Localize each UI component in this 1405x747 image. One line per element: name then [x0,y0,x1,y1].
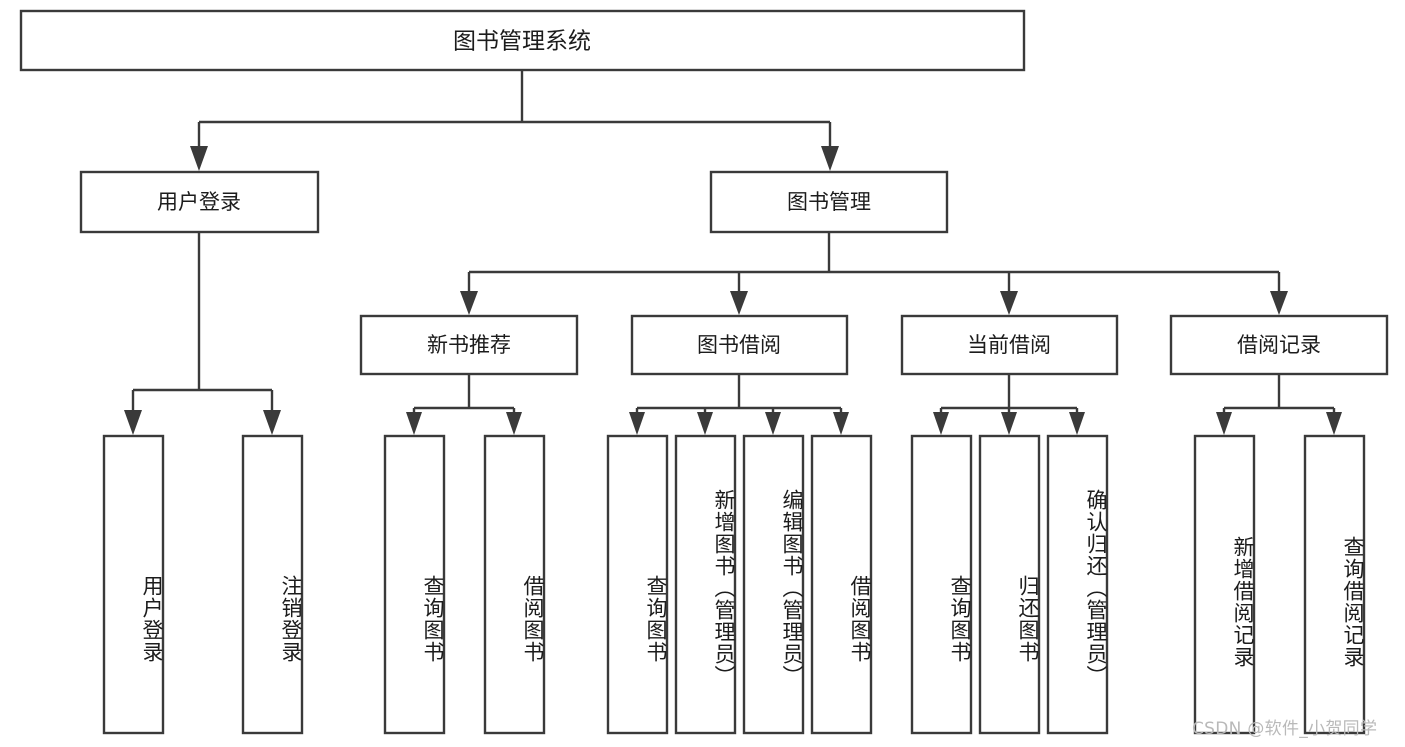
connector-borrow-record-to-leaves [1216,374,1342,435]
arrow-head-icon [1326,412,1342,435]
arrow-head-icon [1000,291,1018,315]
arrow-head-icon [629,412,645,435]
node-borrow-record[interactable]: 借阅记录 [1169,314,1389,376]
node-new-book-recommend[interactable]: 新书推荐 [359,314,579,376]
book-management-label: 图书管理 [787,190,871,214]
leaf-box-return-book[interactable] [978,434,1041,735]
leaf-box-borrow-book-1[interactable] [483,434,546,735]
node-book-borrow[interactable]: 图书借阅 [630,314,849,376]
arrow-head-icon [190,146,208,171]
arrow-head-icon [833,412,849,435]
connector-current-borrow-to-leaves [933,374,1085,435]
arrow-head-icon [124,410,142,435]
node-user-login[interactable]: 用户登录 [79,170,320,234]
watermark-text: CSDN @软件_小贺同学 [1192,719,1378,739]
leaf-box-query-book-1[interactable] [383,434,446,735]
connector-book-management-to-level3 [460,232,1288,315]
node-book-management[interactable]: 图书管理 [709,170,949,234]
root-box[interactable] [19,9,1026,72]
arrow-head-icon [406,412,422,435]
leaf-box-borrow-book-2[interactable] [810,434,873,735]
leaf-box-edit-book[interactable] [742,434,805,735]
leaf-box-query-book-3[interactable] [910,434,973,735]
arrow-head-icon [263,410,281,435]
connector-user-login-to-leaves [124,232,281,435]
borrow-record-label: 借阅记录 [1237,333,1321,357]
new-book-recommend-label: 新书推荐 [427,333,511,357]
node-current-borrow[interactable]: 当前借阅 [900,314,1119,376]
book-borrow-label: 图书借阅 [697,333,781,357]
leaf-box-user-logout[interactable] [241,434,304,735]
user-login-box[interactable] [79,170,320,234]
arrow-head-icon [1270,291,1288,315]
arrow-head-icon [821,146,839,171]
root-label: 图书管理系统 [453,29,591,55]
arrow-head-icon [697,412,713,435]
leaf-box-user-login[interactable] [102,434,165,735]
current-borrow-label: 当前借阅 [967,333,1051,357]
arrow-head-icon [730,291,748,315]
node-root[interactable]: 图书管理系统 [19,9,1026,72]
arrow-head-icon [1001,412,1017,435]
user-login-label: 用户登录 [157,190,241,214]
leaf-box-add-record[interactable] [1193,434,1256,735]
connector-new-book-recommend-to-leaves [406,374,522,435]
connector-book-borrow-to-leaves [629,374,849,435]
arrow-head-icon [1216,412,1232,435]
arrow-head-icon [933,412,949,435]
new-book-recommend-box[interactable] [359,314,579,376]
leaf-box-confirm-return[interactable] [1046,434,1109,735]
arrow-head-icon [765,412,781,435]
leaf-box-add-book[interactable] [674,434,737,735]
connector-root-to-level2 [190,70,839,171]
arrow-head-icon [1069,412,1085,435]
arrow-head-icon [506,412,522,435]
leaf-box-query-book-2[interactable] [606,434,669,735]
current-borrow-box[interactable] [900,314,1119,376]
arrow-head-icon [460,291,478,315]
leaf-box-query-record[interactable] [1303,434,1366,735]
